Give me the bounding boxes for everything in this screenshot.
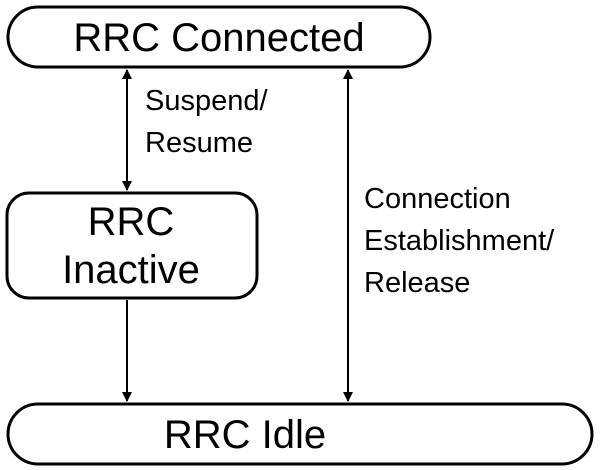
- rrc-inactive-state: RRC Inactive: [5, 191, 259, 300]
- rrc-connected-state: RRC Connected: [6, 5, 432, 69]
- connection-label-line1: Connection: [364, 183, 511, 215]
- suspend-resume-label-line2: Resume: [145, 127, 253, 159]
- rrc-idle-label: RRC Idle: [164, 413, 326, 457]
- rrc-connected-label: RRC Connected: [73, 16, 364, 60]
- rrc-idle-box: [6, 402, 594, 466]
- suspend-resume-label-line1: Suspend/: [145, 85, 268, 117]
- connection-label-line2: Establishment/: [364, 225, 555, 257]
- connection-label-line3: Release: [364, 267, 470, 299]
- rrc-connected-box: [6, 5, 432, 69]
- rrc-idle-state: RRC Idle: [6, 402, 594, 466]
- rrc-inactive-label-line2: Inactive: [62, 248, 200, 292]
- rrc-inactive-label-line1: RRC: [88, 200, 175, 244]
- rrc-inactive-box: [5, 191, 259, 300]
